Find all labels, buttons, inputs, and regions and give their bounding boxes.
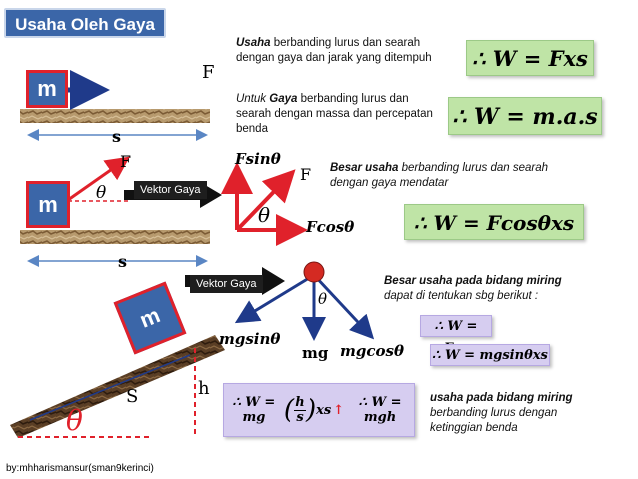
fraction-num: h	[295, 394, 305, 410]
label-fsin: Fsinθ	[235, 150, 281, 168]
formula-w-fcos: ∴ W = Fcosθxs	[404, 204, 584, 240]
incline-plank	[10, 335, 225, 438]
label-theta-incline: θ	[66, 404, 83, 437]
label-h: h	[198, 378, 210, 399]
slide-title: Usaha Oleh Gaya	[4, 8, 166, 38]
credit-line: by:mhharismansur(sman9kerinci)	[6, 463, 154, 474]
note-3: Besar usaha berbanding lurus dan searah …	[330, 162, 549, 189]
formula-w-fxs-2: ∴ W = Fxs	[420, 315, 492, 356]
label-s-1: s	[112, 127, 122, 146]
label-theta-3: θ	[318, 290, 328, 308]
fraction-h-over-s: h s	[293, 394, 306, 425]
label-mg: mg	[302, 344, 329, 362]
formula-mgh-left: ∴ W = mg	[232, 395, 276, 425]
ground-1	[20, 109, 210, 123]
formula-w-mgh: ∴ W = mg ( h s ) xs ↑ ∴ W = mgh	[223, 383, 415, 437]
mass-block-2: m	[26, 181, 70, 228]
mgcos-vector	[312, 273, 375, 340]
vektor-gaya-label-2: Vektor Gaya	[190, 275, 263, 293]
label-s-2: s	[118, 252, 128, 271]
fraction-bar	[293, 409, 306, 411]
ball	[303, 261, 325, 283]
note-5: usaha pada bidang miring berbanding luru…	[430, 392, 573, 434]
label-f-3: F	[300, 165, 312, 184]
note-1: Usaha berbanding lurus dan searah dengan…	[236, 37, 432, 64]
mgsin-vector	[234, 273, 315, 324]
note-2: Untuk Gaya berbanding lurus dan searah d…	[236, 93, 433, 135]
label-mgsin: mgsinθ	[219, 330, 281, 348]
formula-w-fxs: ∴ W = Fxs	[466, 40, 594, 76]
label-s-upper: S	[126, 386, 139, 407]
note-4: Besar usaha pada bidang miring dapat di …	[384, 275, 562, 302]
label-mgcos: mgcosθ	[340, 342, 404, 360]
formula-w-mas: ∴ W = m.a.s	[448, 97, 602, 135]
vektor-gaya-label-1: Vektor Gaya	[134, 181, 207, 199]
label-f-1: F	[202, 62, 215, 83]
fraction-den: s	[296, 409, 304, 425]
formula-w-mgsin: ∴ W = mgsinθxs	[430, 344, 550, 366]
force-arrow-angled	[67, 156, 130, 202]
formula-mgh-mid: xs	[316, 402, 332, 418]
formula-mgh-right: ∴ W = mgh	[358, 395, 402, 425]
paren-close: )	[305, 395, 317, 425]
up-arrow-icon: ↑	[333, 402, 345, 418]
mass-block-1: m	[26, 70, 68, 108]
f-vector	[235, 169, 296, 232]
label-theta-2: θ	[258, 203, 271, 227]
slope-line	[29, 354, 191, 421]
paren-open: (	[283, 395, 294, 425]
label-f-2: F	[120, 152, 132, 171]
label-theta-1: θ	[96, 183, 107, 203]
label-fcos: Fcosθ	[306, 218, 355, 236]
ground-2	[20, 230, 210, 244]
